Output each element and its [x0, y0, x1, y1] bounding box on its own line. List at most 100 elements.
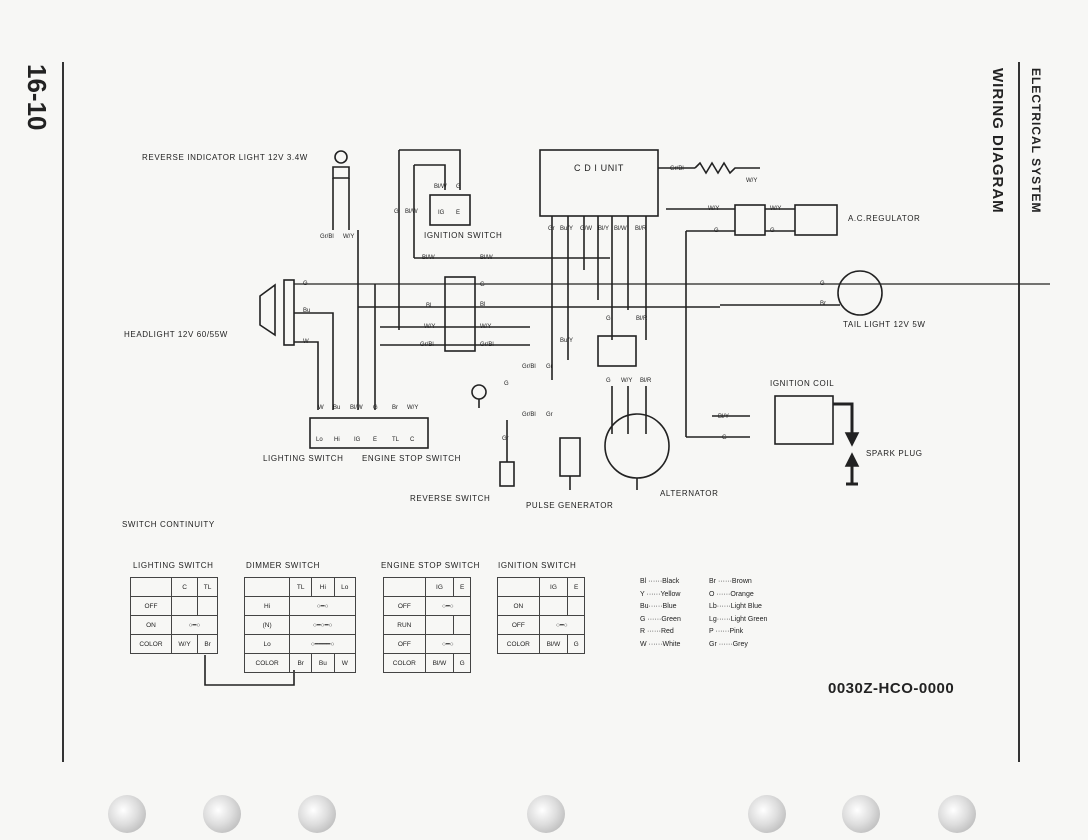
table-row-label: COLOR [243, 653, 291, 673]
svg-text:Gr: Gr [502, 436, 509, 442]
binder-hole-icon [748, 795, 786, 833]
svg-text:Bl/Y: Bl/Y [598, 226, 609, 232]
svg-text:Gr: Gr [548, 226, 555, 232]
legend-item: P ······Pink [709, 628, 744, 635]
dimmer-table-title: DIMMER SWITCH [246, 561, 321, 570]
table-col-header: Lo [333, 577, 357, 597]
table-cell: W [333, 653, 357, 673]
svg-text:Br: Br [820, 301, 826, 307]
table-cell: Bu [311, 653, 335, 673]
left-margin-rule [62, 62, 64, 762]
svg-text:TL: TL [392, 437, 400, 443]
part-code: 0030Z-HCO-0000 [828, 680, 955, 697]
svg-text:W/Y: W/Y [621, 378, 632, 384]
right-margin-rule [1018, 62, 1020, 762]
table-row-label: Lo [243, 634, 291, 654]
legend-item: Bu······Blue [640, 603, 677, 610]
svg-text:Bl/W: Bl/W [614, 226, 627, 232]
binder-hole-icon [108, 795, 146, 833]
tail-light-label: TAIL LIGHT 12V 5W [843, 320, 926, 329]
switch-continuity-title: SWITCH CONTINUITY [122, 520, 215, 529]
continuity-link: ○━○ [538, 615, 586, 635]
legend-item: Y ······Yellow [640, 590, 681, 598]
lighting-table-title: LIGHTING SWITCH [133, 561, 214, 570]
table-cell [567, 596, 585, 616]
lighting-engine-stop-box [309, 417, 429, 449]
alternator-label: ALTERNATOR [660, 489, 719, 498]
color-legend-left: Bl ······Black Y ······Yellow Bu······Bl… [640, 576, 681, 651]
binder-hole-icon [527, 795, 565, 833]
svg-text:Gr: Gr [546, 412, 553, 418]
table-cell: W/Y [170, 634, 199, 654]
svg-text:G: G [373, 405, 378, 411]
svg-text:Bu/Y: Bu/Y [560, 226, 573, 232]
svg-text:G/W: G/W [580, 226, 592, 232]
ignition-switch-label: IGNITION SWITCH [424, 231, 503, 240]
cdi-unit-box [539, 149, 659, 217]
svg-text:W/Y: W/Y [480, 324, 491, 330]
svg-text:G: G [722, 435, 727, 441]
svg-text:Gr: Gr [546, 364, 553, 370]
table-cell [197, 596, 218, 616]
table-header-corner [130, 577, 172, 597]
svg-text:Bl: Bl [480, 302, 485, 308]
svg-text:Gr/Bl: Gr/Bl [420, 342, 434, 348]
svg-text:W/Y: W/Y [424, 324, 435, 330]
svg-text:Bl/W: Bl/W [480, 255, 493, 261]
table-cell: G [453, 653, 471, 673]
svg-text:E: E [456, 210, 460, 216]
svg-text:W/Y: W/Y [770, 206, 781, 212]
table-col-header: E [567, 577, 585, 597]
svg-text:IG: IG [438, 210, 445, 216]
headlight-label: HEADLIGHT 12V 60/55W [124, 330, 228, 339]
svg-text:Gr/Bl: Gr/Bl [522, 412, 536, 418]
continuity-link: ○━○ [289, 596, 356, 616]
ignition-coil-box [774, 395, 834, 445]
svg-text:G: G [394, 209, 399, 215]
table-row-label: RUN [383, 615, 426, 635]
table-cell: Bl/W [424, 653, 455, 673]
svg-text:G: G [456, 184, 461, 190]
reverse-switch-icon [499, 461, 515, 487]
svg-text:W: W [303, 339, 309, 345]
table-row-label: OFF [130, 596, 172, 616]
svg-text:W/Y: W/Y [407, 405, 418, 411]
svg-text:G: G [303, 281, 308, 287]
wire-labels: W Bu Bl/W G Br W/Y Lo Hi IG E TL C IG E … [303, 166, 826, 443]
legend-item: Bl ······Black [640, 578, 680, 585]
table-col-header: C [170, 577, 199, 597]
binder-hole-icon [938, 795, 976, 833]
svg-text:Bl/R: Bl/R [636, 316, 648, 322]
reverse-indicator-label: REVERSE INDICATOR LIGHT 12V 3.4W [142, 153, 308, 162]
svg-text:Bu: Bu [333, 405, 340, 411]
legend-item: R ······Red [640, 628, 674, 635]
svg-text:Gr/Bl: Gr/Bl [480, 342, 494, 348]
pulse-generator-label: PULSE GENERATOR [526, 501, 614, 510]
legend-item: Lg······Light Green [709, 615, 768, 623]
table-row-label: COLOR [130, 634, 172, 654]
svg-text:E: E [373, 437, 377, 443]
ignition-coil-label: IGNITION COIL [770, 379, 835, 388]
lighting-switch-label: LIGHTING SWITCH [263, 454, 344, 463]
table-cell [538, 596, 569, 616]
ignition-switch-box [429, 194, 471, 226]
table-row-label: OFF [383, 596, 426, 616]
table-col-header: IG [424, 577, 455, 597]
table-col-header: TL [197, 577, 218, 597]
table-col-header: E [453, 577, 471, 597]
ac-regulator-label: A.C.REGULATOR [848, 214, 921, 223]
table-cell [424, 615, 455, 635]
svg-text:C: C [410, 437, 415, 443]
indicator-bulb-icon [334, 150, 348, 164]
table-cell: Br [289, 653, 313, 673]
svg-text:IG: IG [354, 437, 361, 443]
table-row-label: OFF [497, 615, 540, 635]
svg-text:Hi: Hi [334, 437, 340, 443]
ac-regulator-box [794, 204, 838, 236]
tail-light-icon [837, 270, 883, 316]
continuity-link: ○━━━━○ [289, 634, 356, 654]
